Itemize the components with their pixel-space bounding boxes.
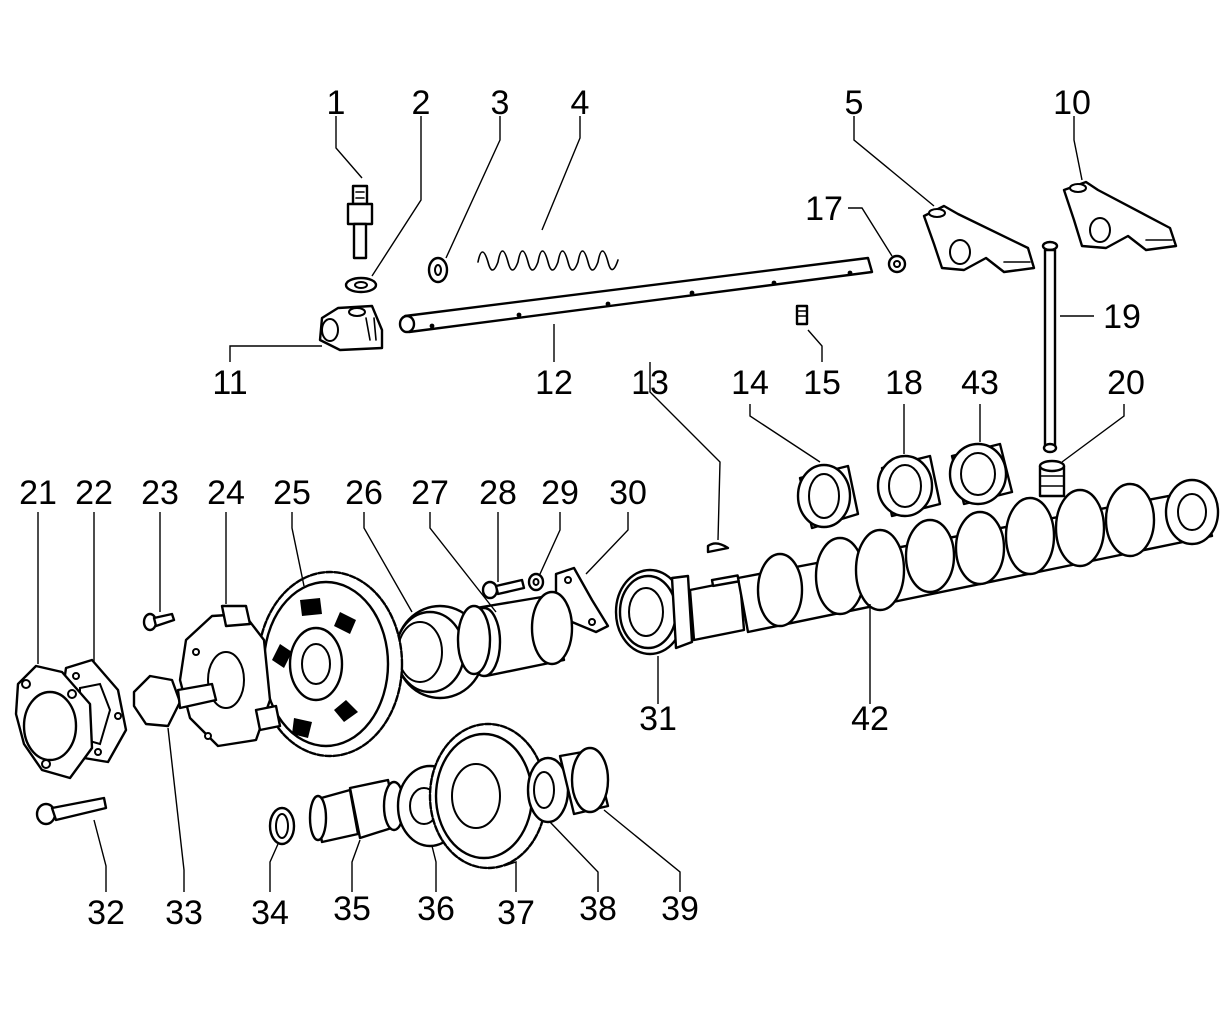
callout-30: 30 — [609, 474, 647, 512]
part-screw — [481, 578, 526, 600]
leader-lines — [37, 116, 1125, 892]
callout-33: 33 — [165, 894, 203, 932]
callout-32: 32 — [87, 894, 125, 932]
part-timing-gear — [256, 570, 404, 758]
callout-21: 21 — [19, 474, 57, 512]
callout-22: 22 — [75, 474, 113, 512]
part-grub-screw — [795, 304, 809, 326]
part-bush-a — [796, 463, 860, 530]
part-rocker-bracket — [318, 304, 384, 352]
part-woodruff-key — [706, 542, 730, 554]
callout-18: 18 — [885, 364, 923, 402]
callout-14: 14 — [731, 364, 769, 402]
part-spring-washer — [527, 572, 545, 592]
callout-23: 23 — [141, 474, 179, 512]
callout-15: 15 — [803, 364, 841, 402]
part-circlip — [887, 254, 907, 274]
callout-27: 27 — [411, 474, 449, 512]
part-cap-screw — [35, 796, 108, 826]
part-spring — [477, 250, 619, 271]
part-washer-small — [344, 276, 378, 294]
part-washer — [427, 256, 449, 284]
part-camshaft — [688, 478, 1220, 642]
callout-29: 29 — [541, 474, 579, 512]
part-union-fitting — [308, 778, 406, 844]
part-push-rod — [1041, 240, 1059, 454]
part-bush-b — [876, 454, 942, 518]
part-bolt — [132, 674, 218, 728]
part-pump-gear — [428, 722, 548, 870]
part-hub — [394, 604, 492, 700]
callout-25: 25 — [273, 474, 311, 512]
callout-17: 17 — [805, 190, 843, 228]
callout-20: 20 — [1107, 364, 1145, 402]
callout-42: 42 — [851, 700, 889, 738]
callout-2: 2 — [412, 84, 431, 122]
callout-24: 24 — [207, 474, 245, 512]
callout-12: 12 — [535, 364, 573, 402]
part-rocker-arm-left — [922, 204, 1036, 274]
callout-11: 11 — [212, 364, 247, 402]
callout-13: 13 — [631, 364, 669, 402]
callout-28: 28 — [479, 474, 517, 512]
callout-43: 43 — [961, 364, 999, 402]
callout-3: 3 — [491, 84, 510, 122]
part-tappet — [1038, 459, 1066, 498]
part-bush-c — [948, 442, 1014, 506]
part-pump-bush — [558, 746, 610, 816]
callout-39: 39 — [661, 890, 699, 928]
part-screw-small — [142, 612, 176, 632]
part-o-ring — [268, 806, 296, 846]
callout-38: 38 — [579, 890, 617, 928]
callout-34: 34 — [251, 894, 289, 932]
part-rocker-arm-right — [1062, 180, 1178, 252]
callout-35: 35 — [333, 890, 371, 928]
callout-36: 36 — [417, 890, 455, 928]
callout-1: 1 — [327, 84, 346, 122]
part-stud — [346, 184, 374, 260]
part-end-cover — [14, 664, 94, 780]
callout-37: 37 — [497, 894, 535, 932]
part-bearing — [614, 568, 694, 656]
part-gear-hub — [526, 756, 570, 824]
callout-4: 4 — [571, 84, 590, 122]
callout-19: 19 — [1103, 298, 1141, 336]
callout-31: 31 — [639, 700, 677, 738]
callout-labels: 1 2 3 4 5 10 17 19 11 12 15 13 14 18 43 … — [19, 84, 1145, 932]
callout-5: 5 — [845, 84, 864, 122]
part-rocker-shaft — [398, 256, 874, 334]
part-drive-flange — [178, 604, 282, 748]
callout-10: 10 — [1053, 84, 1091, 122]
callout-26: 26 — [345, 474, 383, 512]
